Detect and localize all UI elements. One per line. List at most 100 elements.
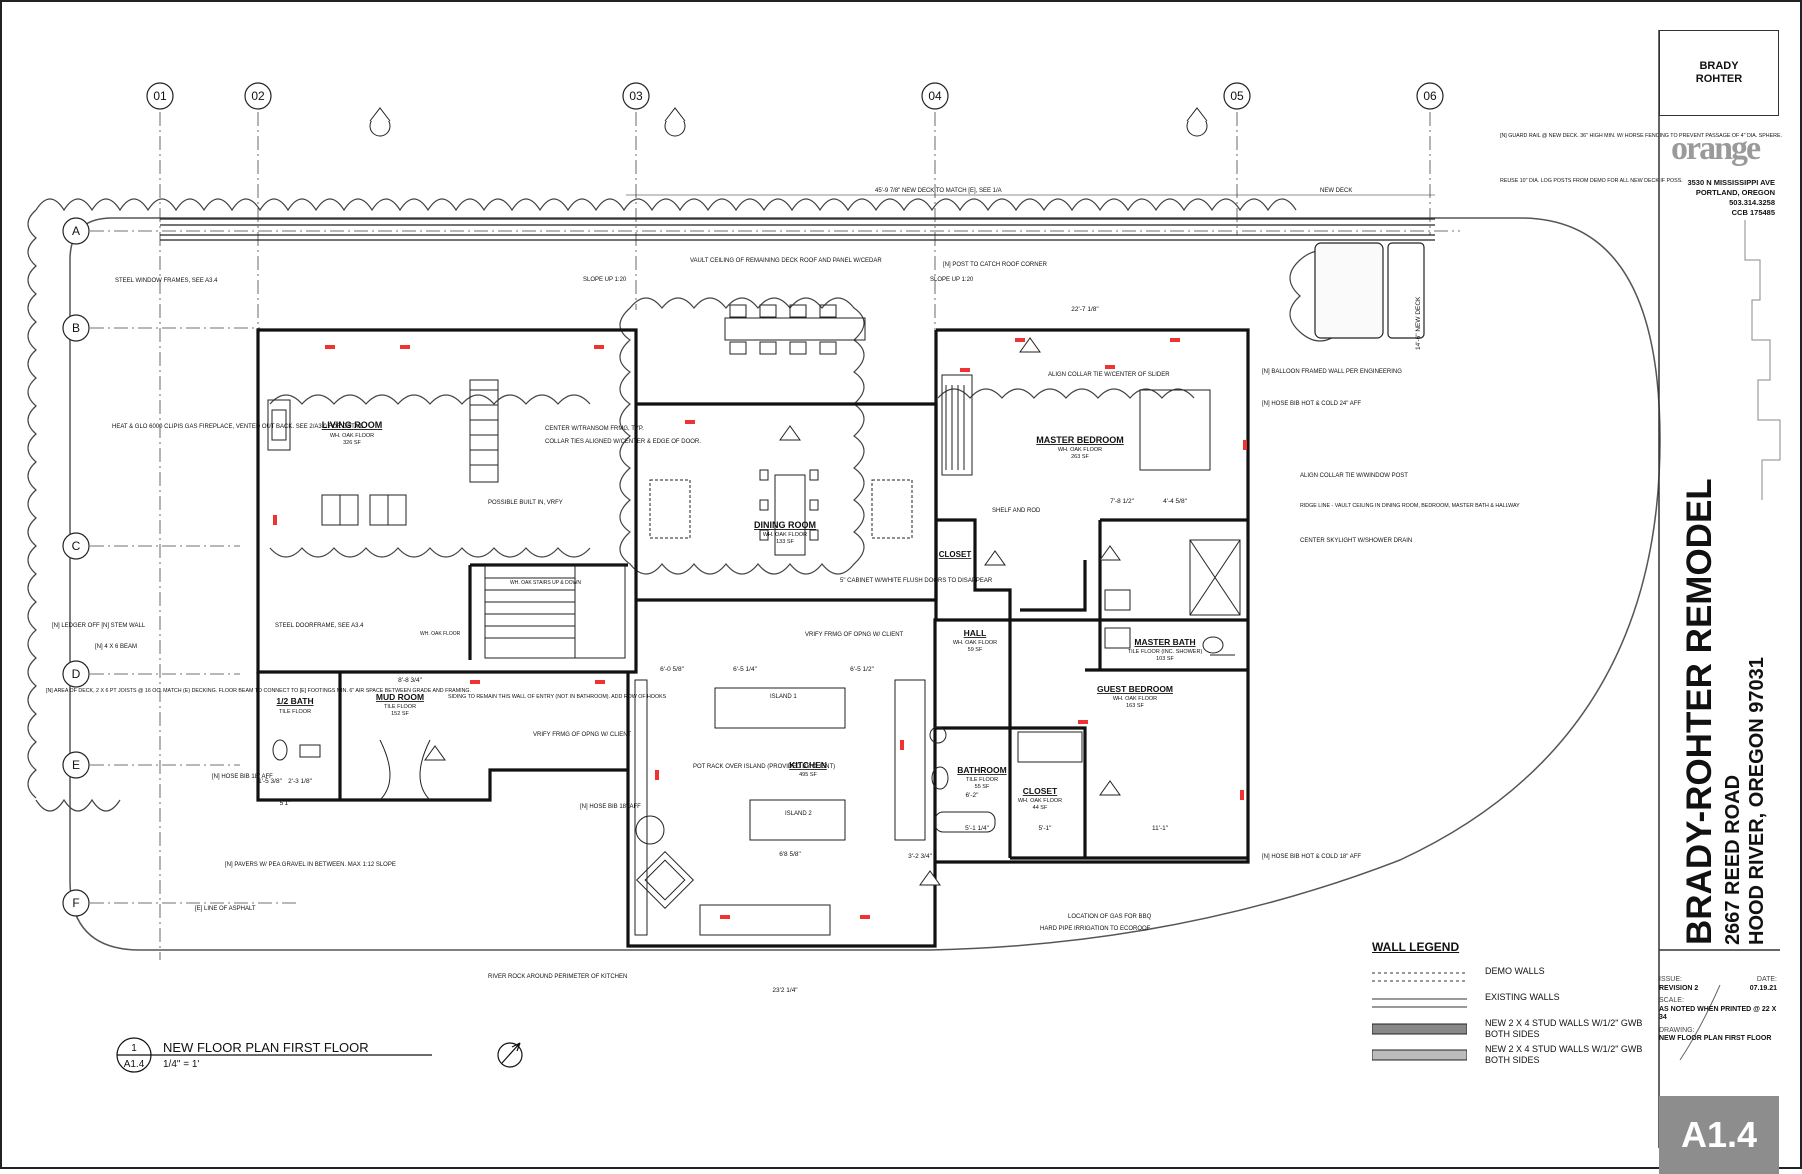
dimension-label: 6'8 5/8" [779,851,801,858]
note-text: ALIGN COLLAR TIE W/WINDOW POST [1300,473,1408,479]
room-name: DINING ROOM [754,520,816,530]
room-floor: TILE FLOOR [384,704,416,710]
note-text: STEEL DOORFRAME, SEE A3.4 [275,623,364,629]
note-text: [N] LEDGER OFF [N] STEM WALL [52,623,146,629]
room-area: 103 SF [1156,656,1174,662]
room-floor: WH. OAK FLOOR [1058,447,1102,453]
note-text: REUSE 10" DIA. LOG POSTS FROM DEMO FOR A… [1500,178,1683,184]
legend-item: DEMO WALLS [1372,964,1672,990]
grid-row-label: D [72,667,81,681]
grid-row-label: A [72,224,80,238]
room-floor: TILE FLOOR (INC. SHOWER) [1128,649,1203,655]
note-text: [N] GUARD RAIL @ NEW DECK. 36" HIGH MIN.… [1500,133,1782,139]
note-text: POT RACK OVER ISLAND (PROVIDED BY CLIENT… [693,764,835,770]
dimension-label: 23'2 1/4" [772,987,798,994]
note-text: [N] POST TO CATCH ROOF CORNER [943,262,1048,268]
wall-legend: WALL LEGEND DEMO WALLS EXISTING WALLS NE… [1372,940,1672,1068]
dimension-label: 6'-2" [966,792,980,799]
note-text: [E] LINE OF ASPHALT [195,906,256,912]
grid-row-label: C [72,539,81,553]
note-text: ALIGN COLLAR TIE W/CENTER OF SLIDER [1048,372,1170,378]
room-floor: WH. OAK FLOOR [330,433,374,439]
note-text: VAULT CEILING OF REMAINING DECK ROOF AND… [690,258,882,264]
note-text: 45'-9 7/8" NEW DECK TO MATCH [E], SEE 1/… [875,188,1002,194]
date-label: DATE: [1756,976,1777,983]
new-wall-swatch [1372,1023,1467,1035]
issue-label: ISSUE: [1659,976,1682,983]
note-text: [N] BALLOON FRAMED WALL PER ENGINEERING [1262,369,1402,375]
grid-row-label: E [72,758,80,772]
firm-address-line: PORTLAND, OREGON [1695,188,1775,197]
grid-col-label: 03 [629,89,643,103]
legend-title: WALL LEGEND [1372,940,1460,954]
note-text: [N] AREA OF DECK, 2 X 6 PT JOISTS @ 16 O… [46,688,471,694]
legend-label: DEMO WALLS [1485,966,1545,976]
scale-value: AS NOTED WHEN PRINTED @ 22 X 34 [1659,1005,1777,1022]
client-name: BRADY ROHTER [1695,60,1743,85]
project-title-block: BRADY-ROHTER REMODEL 2667 REED ROAD HOOD… [1680,478,1768,945]
dimension-label: 11'-1" [1152,825,1169,832]
dimension-label: 4'-4 5/8" [1163,498,1187,505]
room-name: 1/2 BATH [276,696,313,706]
note-text: ISLAND 2 [785,811,812,817]
room-name: KITCHEN [789,760,827,770]
project-city: HOOD RIVER, OREGON 97031 [1746,657,1768,945]
room-area: 133 SF [776,539,794,545]
firm-address-line: CCB 175485 [1731,208,1775,217]
plan-sheet-ref: A1.4 [124,1059,145,1070]
room-floor: TILE FLOOR [279,709,311,715]
note-text: [N] HOSE BIB HOT & COLD 18" AFF [1262,854,1361,860]
note-text: WH. OAK STAIRS UP & DOWN [510,580,581,586]
dimension-label: 22'-7 1/8" [1071,306,1099,313]
firm-address-line: 503.314.3258 [1729,198,1775,207]
note-text: VRIFY FRMG OF OPNG W/ CLIENT [533,732,632,738]
note-text: CENTER SKYLIGHT W/SHOWER DRAIN [1300,538,1412,544]
room-area: 326 SF [343,440,361,446]
note-text: LOCATION OF GAS FOR BBQ [1068,914,1152,920]
dimension-label: 6'-5 1/4" [733,666,757,673]
dimension-label: 5'-1 1/4" [965,825,989,832]
note-text: [N] 4 X 6 BEAM [95,644,137,650]
dimension-label: 5'-1" [1039,825,1053,832]
note-text: ISLAND 1 [770,694,797,700]
sheet-number: A1.4 [1659,1096,1779,1174]
issue-value: REVISION 2 [1659,984,1699,992]
project-title: BRADY-ROHTER REMODEL [1680,478,1719,945]
room-area: 152 SF [391,711,409,717]
date-value: 07.19.21 [1749,984,1777,992]
dimension-label: 5'1" [280,800,291,807]
note-text: HEAT & GLO 6000 CLIPIS GAS FIREPLACE, VE… [112,424,365,430]
note-text: CENTER W/TRANSOM FRMG, TYP. [545,426,644,432]
note-text: NEW DECK [1320,188,1352,194]
demo-wall-swatch [1372,972,1467,982]
room-area: 44 SF [1033,805,1048,811]
grid-row-label: F [72,896,79,910]
client-name-box: BRADY ROHTER [1659,30,1779,116]
room-name: MUD ROOM [376,692,424,702]
legend-label: NEW 2 X 4 STUD WALLS W/1/2" GWB BOTH SID… [1485,1044,1643,1065]
room-area: 495 SF [799,772,817,778]
note-text: SLOPE UP 1:20 [930,277,974,283]
dimension-label: 1'-5 3/8" [258,778,282,785]
room-area: 55 SF [975,784,990,790]
room-name: CLOSET [1023,786,1058,796]
room-floor: WH. OAK FLOOR [763,532,807,538]
plan-title: NEW FLOOR PLAN FIRST FLOOR [163,1040,369,1055]
existing-wall-swatch [1372,998,1467,1008]
room-floor: TILE FLOOR [966,777,998,783]
drawing-value: NEW FLOOR PLAN FIRST FLOOR [1659,1035,1772,1042]
note-text: STEEL WINDOW FRAMES, SEE A3.4 [115,278,218,284]
grid-col-label: 04 [928,89,942,103]
note-text: COLLAR TIES ALIGNED W/CENTER & EDGE OF D… [545,439,701,445]
legend-item: NEW 2 X 4 STUD WALLS W/1/2" GWB BOTH SID… [1372,1016,1672,1042]
room-name: CLOSET [939,550,972,559]
room-area: 163 SF [1126,703,1144,709]
grid-row-label: B [72,321,80,335]
note-text: SIDING TO REMAIN THIS WALL OF ENTRY (NOT… [448,694,667,700]
note-text: RIVER ROCK AROUND PERIMETER OF KITCHEN [488,974,627,980]
dimension-label: 7'-8 1/2" [1110,498,1134,505]
room-floor: WH. OAK FLOOR [1113,696,1157,702]
note-text: [N] HOSE BIB HOT & COLD 24" AFF [1262,401,1361,407]
